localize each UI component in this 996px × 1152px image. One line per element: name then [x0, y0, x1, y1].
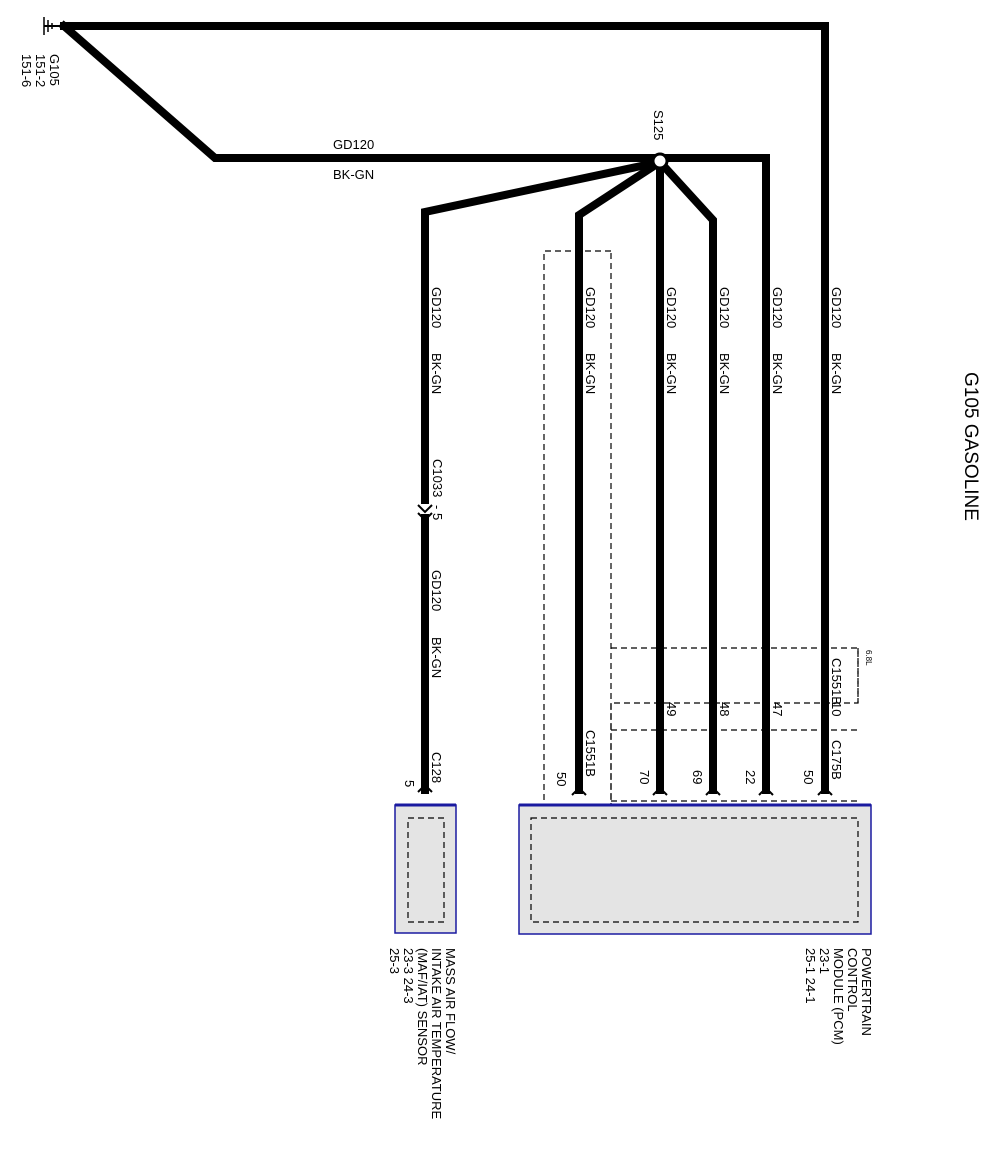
maf-connector: C128 — [429, 752, 444, 783]
pcm50b-wire-color: BK-GN — [829, 353, 844, 394]
wire-ground-to-splice — [58, 20, 664, 162]
main-wire-circuit: GD120 — [333, 137, 374, 152]
maf-ref-1: 23-3 24-3 — [401, 948, 416, 1004]
inline-pin-48: 48 — [717, 702, 732, 716]
branch-labels: GD120 BK-GN GD120 BK-GN GD120 BK-GN GD12… — [429, 287, 844, 678]
pcm-pin-22: 22 — [743, 770, 758, 784]
main-wire-color: BK-GN — [333, 167, 374, 182]
wire-branch-pcm69 — [654, 156, 717, 794]
pcm-pin-70: 70 — [637, 770, 652, 784]
diagram-title: G105 GASOLINE — [960, 372, 981, 521]
wire-splice-right — [656, 154, 770, 794]
pcm-line-2: CONTROL — [845, 948, 860, 1012]
pcm70-wire-color: BK-GN — [664, 353, 679, 394]
pcm-shield-connector: C1551B — [583, 730, 598, 777]
wire-branch-maf — [421, 157, 665, 504]
pcm69-wire-color: BK-GN — [717, 353, 732, 394]
pcm50-wire-circuit: GD120 — [583, 287, 598, 328]
pcm-pin-69: 69 — [690, 770, 705, 784]
maf-line-2: INTAKE AIR TEMPERATURE — [429, 948, 444, 1120]
pin-chevrons — [417, 783, 833, 796]
pcm50b-wire-circuit: GD120 — [829, 287, 844, 328]
pcm-pin-50b: 50 — [801, 770, 816, 784]
ground-ref-2: 151-6 — [19, 54, 34, 87]
maf-wire-color: BK-GN — [429, 353, 444, 394]
inline-connector-icon — [417, 504, 433, 522]
inline-connector-pin: - 5 — [430, 505, 445, 520]
splice-node — [651, 152, 669, 170]
pcm22-wire-color: BK-GN — [770, 353, 785, 394]
shield-tag: 6.8L — [864, 650, 873, 666]
inline-pin-10: 10 — [829, 702, 844, 716]
pcm-inline-connector: C1551B — [829, 658, 844, 705]
wire-branch-pcm50 — [575, 156, 666, 794]
pcm22-wire-circuit: GD120 — [770, 287, 785, 328]
maf-sensor-label: MASS AIR FLOW/ INTAKE AIR TEMPERATURE (M… — [387, 948, 458, 1120]
inline-pin-47: 47 — [770, 702, 785, 716]
pcm-ref-1: 23-1 — [817, 948, 832, 974]
pcm70-wire-circuit: GD120 — [664, 287, 679, 328]
inline-connector-id: C1033 — [430, 459, 445, 497]
splice-label: S125 — [651, 110, 666, 140]
maf-line-3: (MAF/IAT) SENSOR — [415, 948, 430, 1065]
pcm-line-3: MODULE (PCM) — [831, 948, 846, 1045]
maf-sensor-box — [394, 804, 457, 934]
pcm50-wire-color: BK-GN — [583, 353, 598, 394]
pcm-label: POWERTRAIN CONTROL MODULE (PCM) 23-1 25-… — [803, 948, 874, 1045]
pcm-inner — [530, 817, 859, 923]
inline-pin-49: 49 — [664, 702, 679, 716]
ground-ref-1: 151-2 — [33, 54, 48, 87]
maf-pin-5: 5 — [402, 780, 417, 787]
maf-wire-circuit-2: GD120 — [429, 570, 444, 611]
pcm-ref-2: 25-1 24-1 — [803, 948, 818, 1004]
maf-line-1: MASS AIR FLOW/ — [443, 948, 458, 1055]
wire-top-run — [60, 22, 829, 794]
ground-id: G105 — [47, 54, 62, 86]
maf-ref-2: 25-3 — [387, 948, 402, 974]
pcm-box — [518, 804, 872, 935]
pcm-pin-50: 50 — [554, 772, 569, 786]
pcm69-wire-circuit: GD120 — [717, 287, 732, 328]
pcm-main-connector: C175B — [829, 740, 844, 780]
pcm-line-1: POWERTRAIN — [859, 948, 874, 1036]
maf-wire-color-2: BK-GN — [429, 637, 444, 678]
maf-wire-circuit: GD120 — [429, 287, 444, 328]
